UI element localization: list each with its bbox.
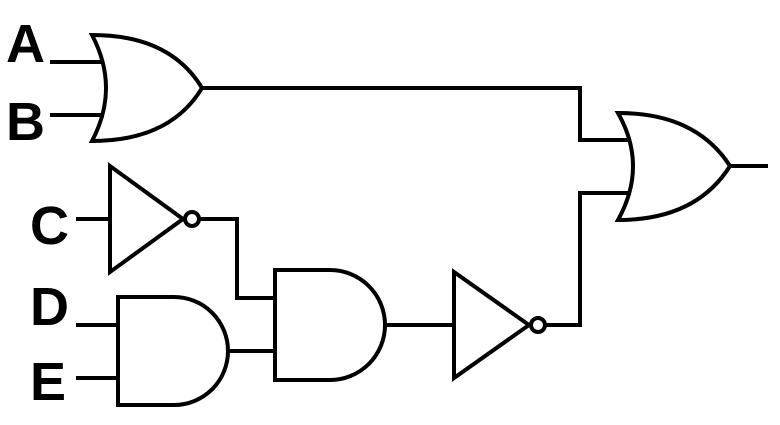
and-gate-2 — [273, 268, 387, 382]
wire-not2-to-or2 — [545, 191, 628, 327]
input-label-d: D — [30, 277, 69, 337]
not-gate-1-bubble — [183, 210, 201, 228]
wire-not1-to-and2 — [199, 217, 275, 300]
not-gate-2 — [452, 268, 533, 382]
input-label-c: C — [30, 196, 69, 256]
input-label-b: B — [6, 92, 45, 152]
input-label-a: A — [6, 14, 45, 74]
not-gate-2-bubble — [529, 316, 547, 334]
input-label-e: E — [30, 352, 66, 412]
and-gate-1 — [116, 295, 230, 407]
not-gate-1 — [108, 162, 187, 276]
wire-or1-to-or2 — [202, 86, 628, 142]
or-gate-1 — [88, 32, 205, 144]
or-gate-2 — [614, 110, 733, 223]
